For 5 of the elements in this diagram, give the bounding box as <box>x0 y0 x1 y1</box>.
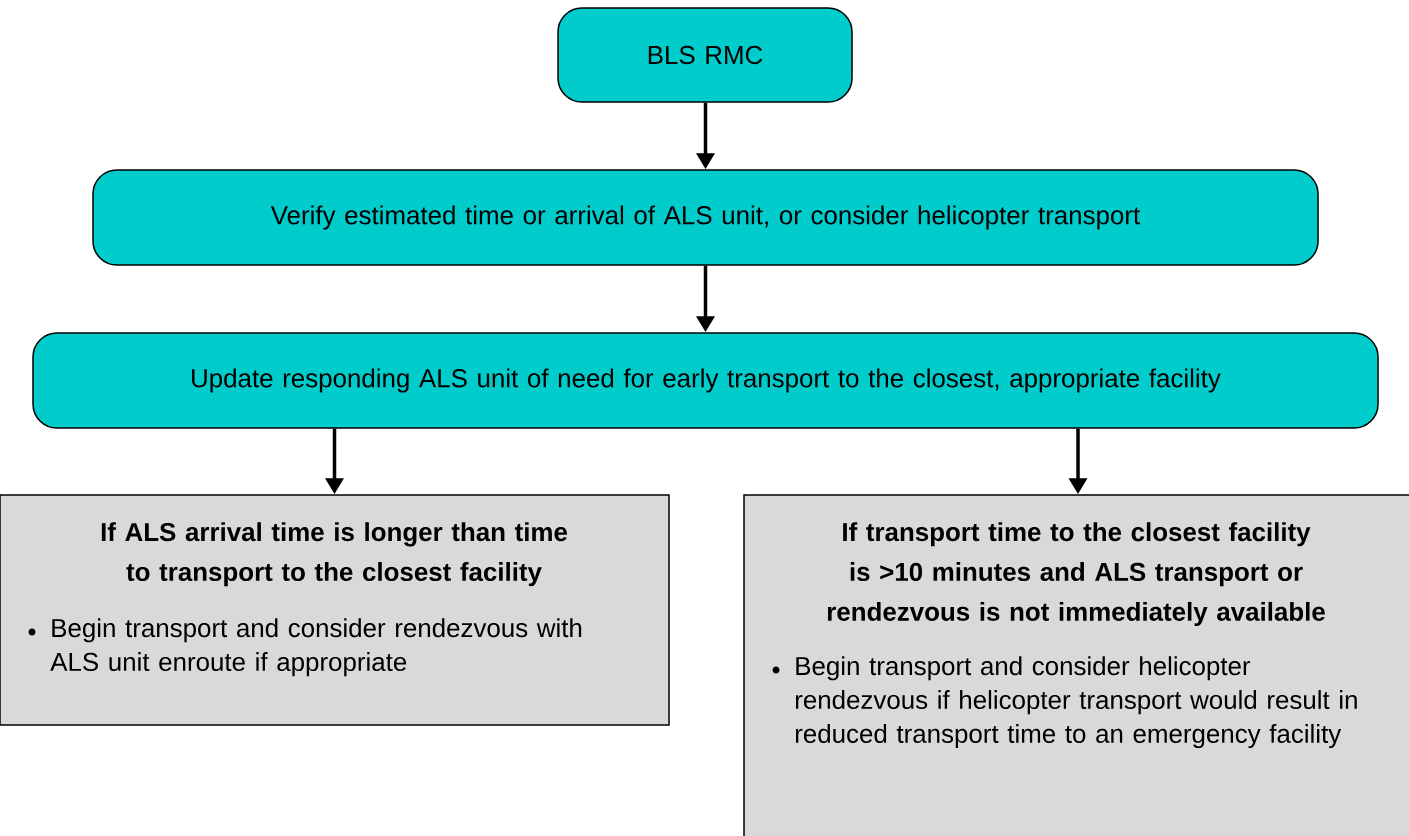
process-box: Update responding ALS unit of need for early transport to the closest, appropriate facility <box>32 332 1379 429</box>
process-box: Verify estimated time or arrival of ALS unit, or consider helicopter transport <box>92 169 1319 266</box>
info-card: If ALS arrival time is longer than time to transport to the closest facility Begin transport and consider rendezvous with ALS unit enroute if appropriate <box>0 494 670 726</box>
process-box: BLS RMC <box>557 7 853 103</box>
info-card: If transport time to the closest facility is >10 minutes and ALS transport or rendezvous is not immediately available Begin transport and consider helicopter rendezvous if helicopter transport would result in reduced transport time to an emergency facility <box>743 494 1409 836</box>
